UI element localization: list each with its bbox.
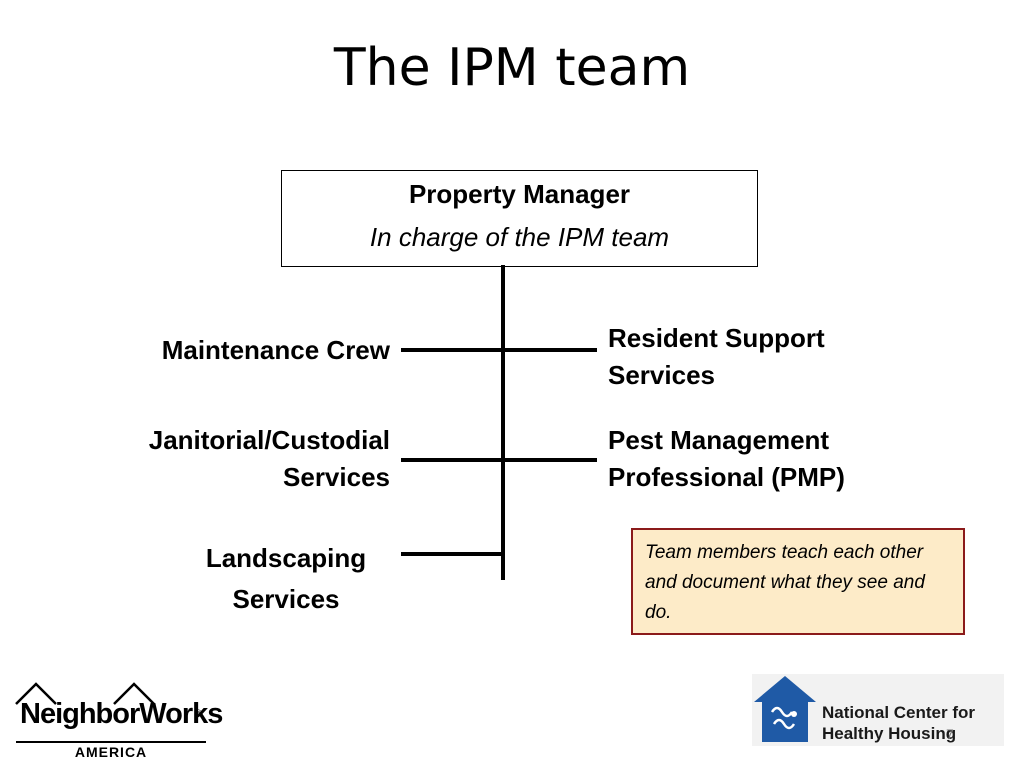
page-number: 7 <box>946 726 954 742</box>
pest-management-line-2: Professional (PMP) <box>608 462 845 492</box>
maintenance-crew-label: Maintenance Crew <box>162 332 390 369</box>
slide-title: The IPM team <box>333 38 691 98</box>
nchh-house-icon <box>754 676 816 742</box>
janitorial-line-1: Janitorial/Custodial <box>148 425 390 455</box>
registered-mark: ® <box>195 708 202 718</box>
landscaping-line-2: Services <box>232 584 340 614</box>
branch-line-row3 <box>401 552 503 556</box>
property-manager-box: Property Manager In charge of the IPM te… <box>281 170 758 267</box>
trunk-line <box>501 265 505 580</box>
nchh-logo: National Center for Healthy Housing <box>752 674 1004 746</box>
resident-support-label: Resident Support Services <box>608 320 825 394</box>
neighborworks-wordmark: NeighborWorks <box>20 698 223 730</box>
property-manager-role: Property Manager <box>408 179 631 209</box>
neighborworks-logo: NeighborWorks ® AMERICA <box>14 678 223 760</box>
branch-line-row1 <box>401 348 597 352</box>
branch-line-row2 <box>401 458 597 462</box>
resident-support-line-2: Services <box>608 360 715 390</box>
pest-management-line-1: Pest Management <box>608 425 830 455</box>
janitorial-line-2: Services <box>283 462 390 492</box>
property-manager-description: In charge of the IPM team <box>369 222 670 252</box>
nchh-name-line-2: Healthy Housing <box>822 724 957 743</box>
janitorial-services-label: Janitorial/Custodial Services <box>149 422 390 496</box>
neighborworks-house-outlines <box>15 682 206 743</box>
landscaping-services-label: Landscaping Services <box>186 538 386 620</box>
note-box: Team members teach each other and docume… <box>631 528 965 635</box>
resident-support-line-1: Resident Support <box>608 323 825 353</box>
maintenance-crew-line-1: Maintenance Crew <box>161 335 390 365</box>
nchh-name-line-1: National Center for <box>822 703 976 722</box>
nchh-name: National Center for Healthy Housing <box>822 702 975 744</box>
neighborworks-subtitle: AMERICA <box>74 744 148 760</box>
landscaping-line-1: Landscaping <box>205 543 367 573</box>
pest-management-label: Pest Management Professional (PMP) <box>608 422 845 496</box>
